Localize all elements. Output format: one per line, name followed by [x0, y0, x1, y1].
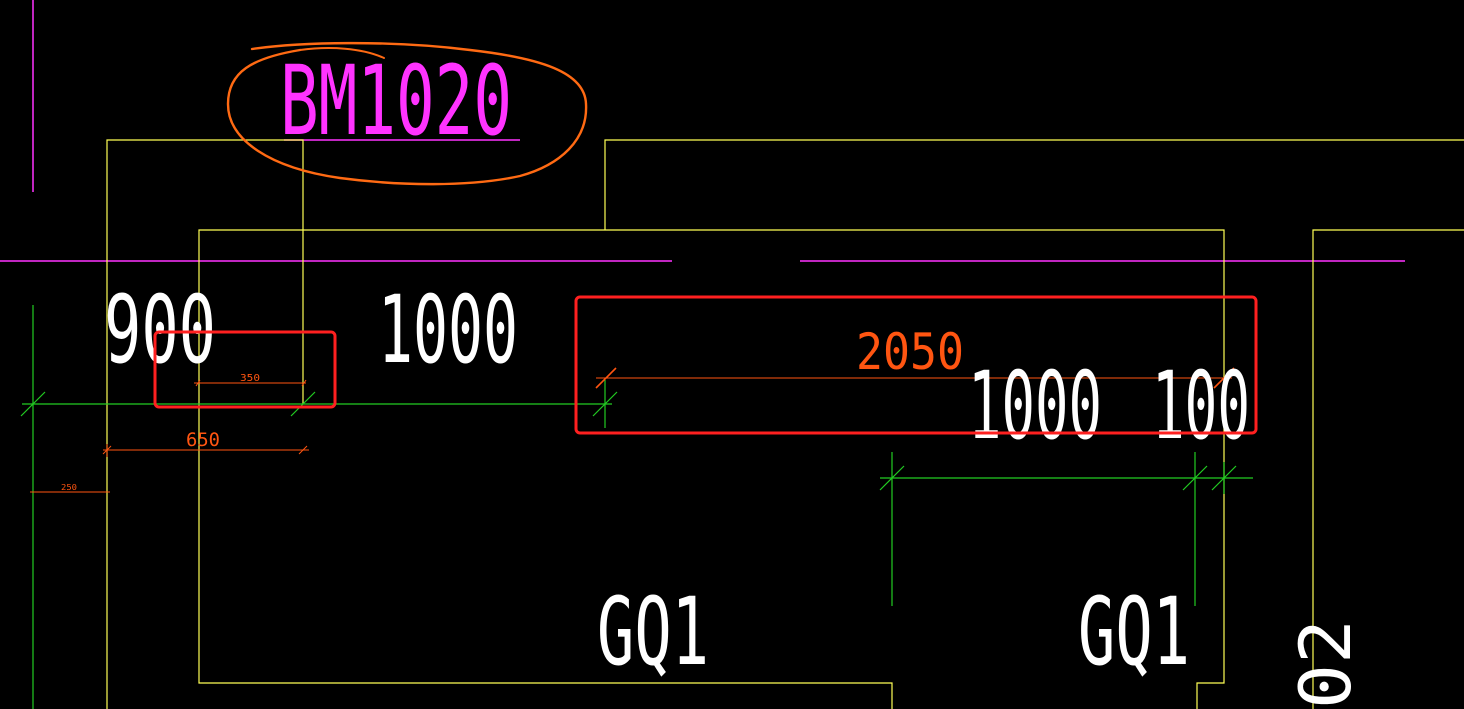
highlight-boxes [153, 295, 1258, 435]
dim-2050-tick-right [1213, 367, 1235, 389]
annotation-circle [226, 41, 588, 186]
annotation-circle-tail [299, 47, 385, 59]
dim-tick-1 [20, 391, 46, 417]
label-gq1-left: GQ1 [597, 578, 709, 687]
inner-wall-outline [198, 229, 1225, 709]
dim-350-tick-left [195, 379, 201, 387]
axis-lines [0, 0, 1405, 262]
orange-dimension-lines [30, 367, 1235, 493]
highlight-box-large [574, 295, 1258, 435]
label-250: 250 [61, 483, 77, 492]
dim-tick-6 [1211, 465, 1237, 491]
label-1000-right: 1000 [968, 352, 1102, 461]
label-650: 650 [186, 429, 220, 451]
dim-350-tick-right [301, 379, 307, 387]
label-2050: 2050 [856, 323, 964, 381]
wall-outlines [106, 139, 1464, 709]
dim-tick-4 [879, 465, 905, 491]
label-gq1-right: GQ1 [1078, 578, 1190, 687]
outer-wall-top [604, 139, 1464, 230]
door-tag-bm1020: BM1020 [280, 45, 512, 157]
highlight-box-small [153, 330, 337, 409]
white-labels: 900 1000 1000 100 GQ1 GQ1 02 [104, 276, 1367, 709]
green-dimension-lines [20, 305, 1253, 709]
dim-tick-3 [592, 391, 618, 417]
label-350: 350 [240, 373, 260, 384]
dim-tick-2 [290, 391, 316, 417]
outer-wall-left [106, 139, 304, 709]
label-partial-02: 02 [1285, 619, 1367, 709]
label-1000-left: 1000 [378, 276, 518, 385]
dim-2050-tick-left [595, 367, 617, 389]
label-100: 100 [1152, 352, 1250, 461]
orange-labels: 2050 650 350 250 [61, 323, 964, 492]
dim-650-tick-left [102, 445, 112, 455]
dim-650-tick-right [298, 445, 308, 455]
dim-tick-5 [1182, 465, 1208, 491]
right-room-outline [1312, 229, 1464, 709]
